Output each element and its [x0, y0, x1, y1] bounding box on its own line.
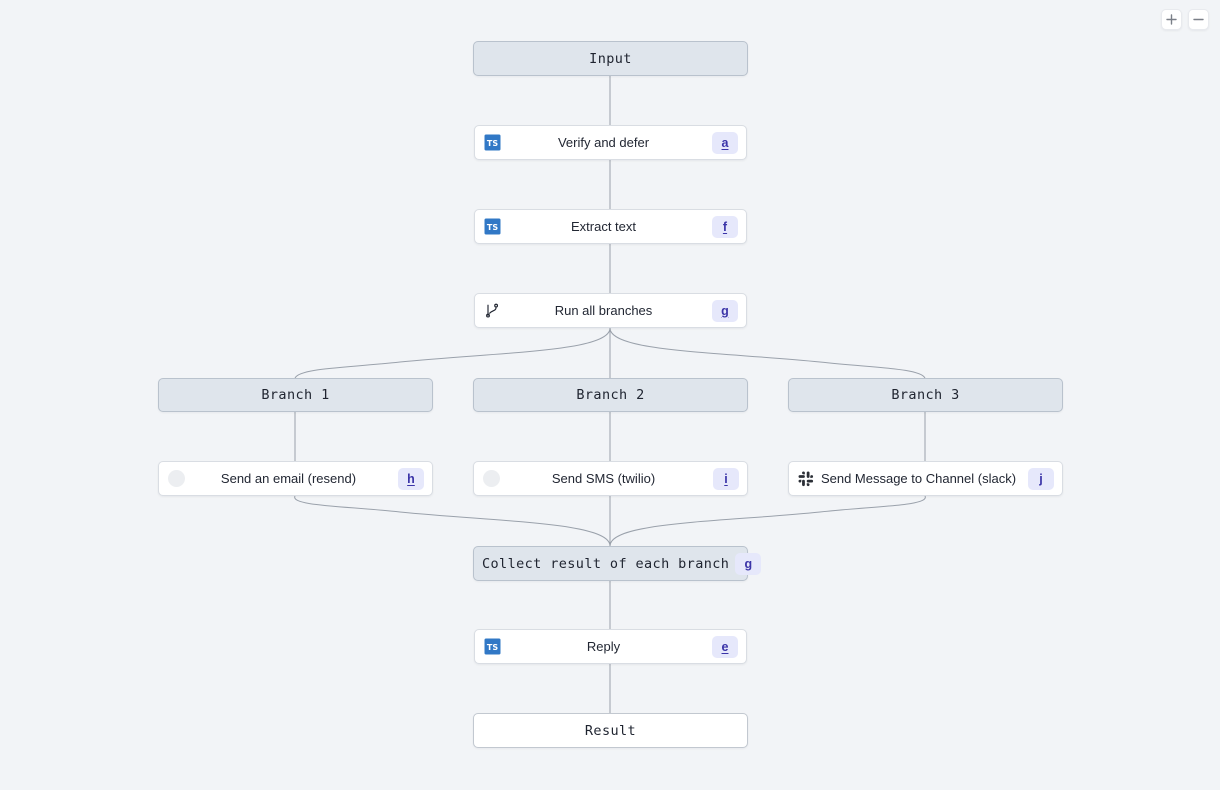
node-result-label: Result [584, 722, 637, 739]
node-send-slack-message[interactable]: Send Message to Channel (slack) j [788, 461, 1063, 496]
git-branch-icon [483, 302, 501, 320]
placeholder-circle-icon [482, 470, 500, 488]
node-send-sms[interactable]: Send SMS (twilio) i [473, 461, 748, 496]
zoom-out-button[interactable] [1188, 9, 1209, 30]
node-branch2-label: Branch 2 [576, 387, 645, 403]
edge-runall-branch1 [294, 327, 611, 379]
node-runall-badge[interactable]: g [712, 299, 738, 322]
edge-runall-branch3 [609, 327, 926, 379]
node-result[interactable]: Result [473, 713, 748, 748]
edge-slack-collect [609, 495, 926, 547]
node-branch3-label: Branch 3 [891, 387, 960, 403]
node-reply-badge[interactable]: e [712, 635, 738, 658]
node-runall-label: Run all branches [554, 303, 653, 318]
node-verify-label: Verify and defer [557, 135, 650, 150]
slack-icon [797, 470, 815, 488]
typescript-icon: TS [483, 218, 501, 236]
node-branch1-label: Branch 1 [261, 387, 330, 403]
svg-text:TS: TS [486, 223, 497, 232]
node-slack-badge[interactable]: j [1028, 467, 1054, 490]
node-reply[interactable]: TS Reply e [474, 629, 747, 664]
node-email-badge[interactable]: h [398, 467, 424, 490]
node-extract-label: Extract text [570, 219, 637, 234]
typescript-icon: TS [483, 134, 501, 152]
node-verify-and-defer[interactable]: TS Verify and defer a [474, 125, 747, 160]
node-branch-2[interactable]: Branch 2 [473, 378, 748, 412]
zoom-in-button[interactable] [1161, 9, 1182, 30]
svg-text:TS: TS [486, 139, 497, 148]
node-sms-label: Send SMS (twilio) [551, 471, 656, 486]
node-collect-badge[interactable]: g [735, 552, 762, 575]
node-input[interactable]: Input [473, 41, 748, 76]
zoom-out-icon [1193, 18, 1204, 21]
node-sms-badge[interactable]: i [713, 467, 739, 490]
node-branch-1[interactable]: Branch 1 [158, 378, 433, 412]
node-verify-badge[interactable]: a [712, 131, 738, 154]
zoom-controls [1161, 9, 1209, 30]
node-slack-label: Send Message to Channel (slack) [820, 471, 1017, 486]
node-extract-badge[interactable]: f [712, 215, 738, 238]
svg-text:TS: TS [486, 643, 497, 652]
node-send-email[interactable]: Send an email (resend) h [158, 461, 433, 496]
node-branch-3[interactable]: Branch 3 [788, 378, 1063, 412]
node-reply-label: Reply [586, 639, 621, 654]
zoom-in-icon [1166, 14, 1177, 25]
node-run-all-branches[interactable]: Run all branches g [474, 293, 747, 328]
node-email-label: Send an email (resend) [220, 471, 357, 486]
placeholder-circle-icon [167, 470, 185, 488]
typescript-icon: TS [483, 638, 501, 656]
node-input-label: Input [589, 50, 632, 67]
node-collect-label: Collect result of each branch [482, 555, 730, 572]
node-extract-text[interactable]: TS Extract text f [474, 209, 747, 244]
node-collect-result[interactable]: Collect result of each branch g [473, 546, 762, 581]
edge-email-collect [294, 495, 611, 547]
